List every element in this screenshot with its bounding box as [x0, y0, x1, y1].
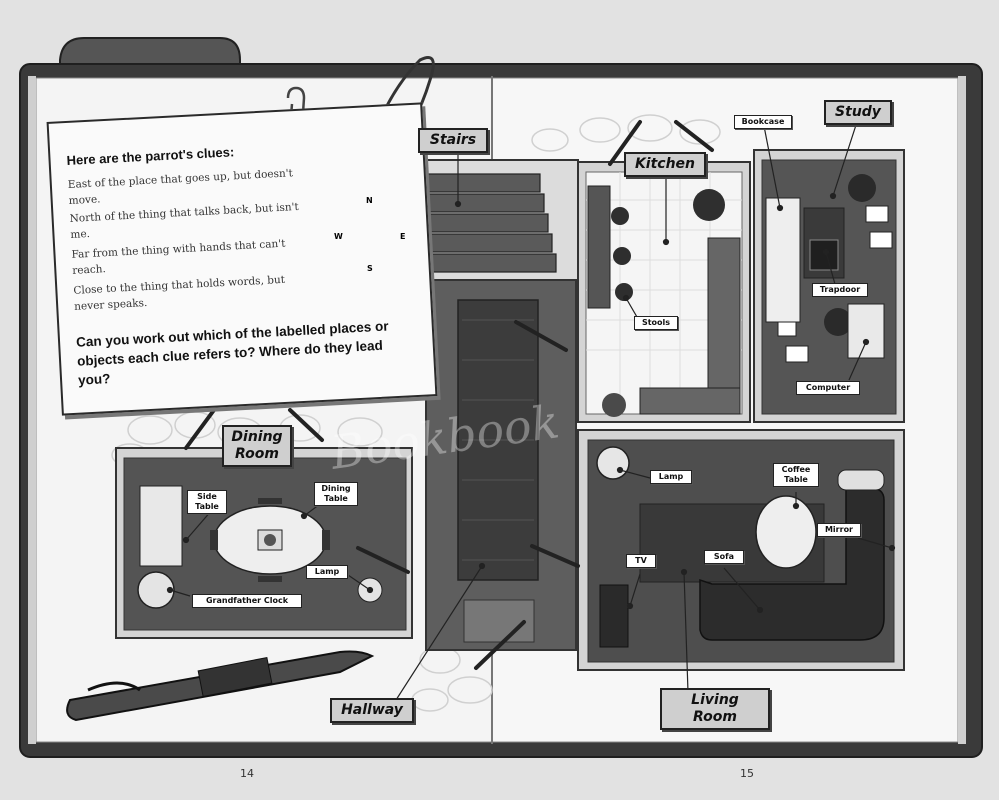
page-number-left: 14: [240, 767, 254, 780]
object-label-side-table: Side Table: [187, 490, 227, 514]
room-label-study: Study: [824, 100, 892, 125]
compass-north-label: N: [366, 196, 373, 205]
object-label-lamp-dining: Lamp: [306, 565, 348, 579]
compass-east-label: E: [400, 232, 406, 241]
object-label-bookcase: Bookcase: [734, 115, 792, 129]
kitchen-bin: [693, 189, 725, 221]
room-label-kitchen: Kitchen: [624, 152, 706, 177]
room-label-hallway: Hallway: [330, 698, 414, 723]
kitchen-counter-bottom: [639, 387, 741, 415]
object-label-lamp-living: Lamp: [650, 470, 692, 484]
room-label-stairs: Stairs: [418, 128, 488, 153]
object-label-sofa: Sofa: [704, 550, 744, 564]
object-label-grandfather-clock: Grandfather Clock: [192, 594, 302, 608]
study-bookcase: [765, 197, 801, 323]
side-table-shape: [139, 485, 183, 567]
coffee-table-shape: [755, 495, 817, 569]
room-label-living-room: Living Room: [660, 688, 770, 730]
object-label-tv: TV: [626, 554, 656, 568]
kitchen-counter-left: [587, 185, 611, 309]
object-label-mirror: Mirror: [817, 523, 861, 537]
page-number-right: 15: [740, 767, 754, 780]
living-lamp: [596, 446, 630, 480]
object-label-stools: Stools: [634, 316, 678, 330]
study-computer-desk: [847, 303, 885, 359]
stair-steps: [417, 173, 557, 273]
trapdoor-shape: [809, 239, 839, 271]
clue-heading: Here are the parrot's clues:: [66, 144, 235, 169]
pen-icon: [66, 650, 375, 722]
kitchen-stools: [611, 207, 633, 301]
compass-south-label: S: [367, 264, 373, 273]
clue-item: Close to the thing that holds words, but…: [73, 273, 286, 313]
object-label-computer: Computer: [796, 381, 860, 395]
clue-card: Here are the parrot's clues: East of the…: [46, 102, 438, 416]
tv-unit: [599, 584, 629, 648]
clue-question: Can you work out which of the labelled p…: [75, 318, 389, 388]
kitchen-counter-right: [707, 237, 741, 389]
room-label-dining-room: Dining Room: [222, 425, 292, 467]
compass-west-label: W: [334, 232, 343, 241]
grandfather-clock-shape: [137, 571, 175, 609]
object-label-trapdoor: Trapdoor: [812, 283, 868, 297]
folder-tab: [59, 37, 241, 71]
object-label-coffee-table: Coffee Table: [773, 463, 819, 487]
object-label-dining-table: Dining Table: [314, 482, 358, 506]
